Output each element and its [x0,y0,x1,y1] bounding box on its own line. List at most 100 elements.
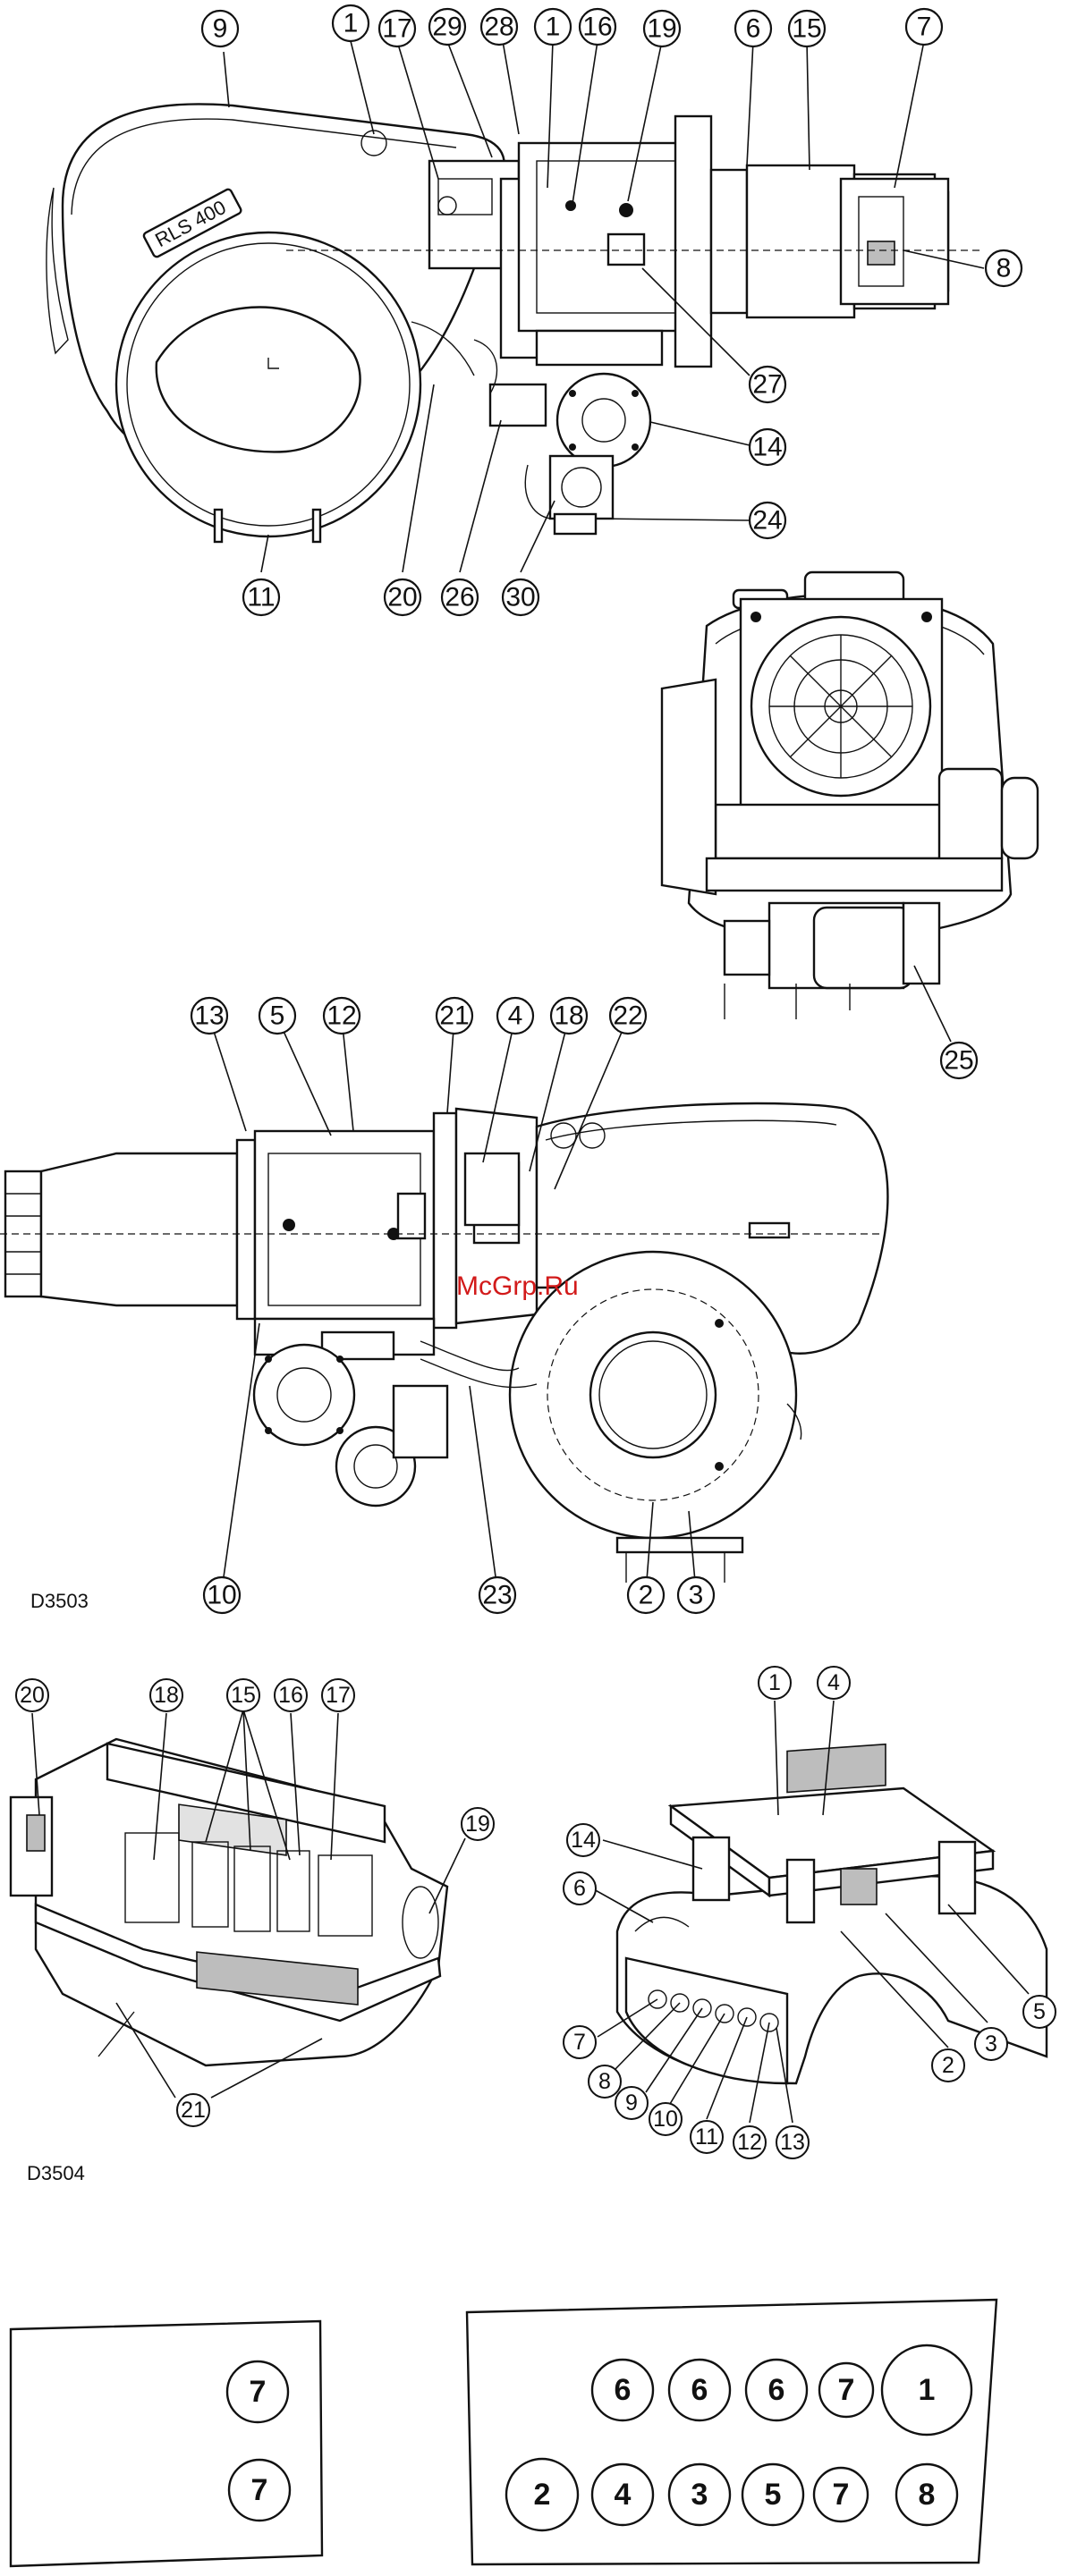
lamp-number: 5 [765,2478,782,2512]
callout-number: 12 [737,2130,762,2155]
callout-20: 20 [385,579,420,615]
callout-5: 5 [259,998,295,1034]
lamp-number: 2 [534,2478,551,2512]
callout-3: 3 [975,2028,1007,2060]
callout-number: 22 [613,1001,642,1031]
callout-25: 25 [941,1043,977,1078]
burner-top-view: RLS 400 [47,104,984,542]
callout-14: 14 [750,429,785,465]
callout-number: 26 [445,583,474,612]
panel-lamp-7: 7 [227,2361,288,2422]
callout-1: 1 [535,9,571,45]
callout-number: 4 [827,1670,840,1695]
callout-number: 20 [387,583,417,612]
callout-number: 11 [695,2124,718,2149]
callout-number: 6 [573,1876,586,1901]
callout-27: 27 [750,367,785,402]
callout-18: 18 [150,1679,182,1711]
callout-number: 19 [465,1812,490,1837]
lamp-number: 7 [250,2375,267,2409]
callout-number: 28 [484,13,513,42]
lamp-number: 4 [615,2478,632,2512]
callout-1: 1 [759,1667,791,1699]
panel-lamp-2: 2 [506,2459,578,2530]
callout-number: 9 [213,14,228,44]
callout-20: 20 [16,1679,48,1711]
callout-9: 9 [615,2087,648,2119]
callout-number: 1 [343,9,359,38]
panel-left [11,2321,322,2566]
callout-number: 14 [752,433,782,462]
callout-number: 4 [508,1001,523,1031]
lamp-number: 1 [919,2373,936,2407]
callout-13: 13 [191,998,227,1034]
callout-26: 26 [442,579,478,615]
callout-number: 16 [582,13,612,42]
callout-number: 13 [194,1001,224,1031]
lamp-number: 7 [838,2373,855,2407]
panel-lamp-4: 4 [592,2464,653,2525]
callout-10: 10 [649,2103,682,2135]
callout-number: 8 [996,254,1012,283]
callout-number: 20 [20,1683,45,1708]
callout-17: 17 [322,1679,354,1711]
callout-16: 16 [580,9,615,45]
callout-30: 30 [503,579,538,615]
lamp-number: 6 [768,2373,785,2407]
burner-front-view [662,572,1038,1042]
callout-number: 3 [689,1581,704,1610]
callout-8: 8 [589,2065,621,2098]
callout-17: 17 [379,11,415,46]
panel-lamp-1: 1 [882,2345,971,2435]
figure-code-bottom: D3504 [27,2162,85,2184]
callout-number: 30 [505,583,535,612]
callout-number: 2 [942,2053,954,2078]
panel-lamp-6: 6 [746,2360,807,2420]
lamp-number: 3 [691,2478,708,2512]
callout-number: 13 [780,2130,805,2155]
callout-18: 18 [551,998,587,1034]
callout-number: 19 [647,14,676,44]
panel-lamp-6: 6 [669,2360,730,2420]
callout-11: 11 [243,579,279,615]
callout-number: 7 [917,13,932,42]
callout-number: 18 [554,1001,583,1031]
callout-28: 28 [481,9,517,45]
callout-number: 8 [598,2069,611,2094]
panel-lamp-6: 6 [592,2360,653,2420]
callout-number: 3 [985,2031,997,2057]
panel-lamp-8: 8 [896,2464,957,2525]
panel-lamp-3: 3 [669,2464,730,2525]
callout-number: 15 [231,1683,256,1708]
callout-21: 21 [437,998,472,1034]
lamp-number: 6 [691,2373,708,2407]
callout-number: 17 [326,1683,351,1708]
callout-number: 17 [382,14,411,44]
callout-number: 25 [944,1046,973,1076]
callout-number: 14 [571,1828,596,1853]
callout-12: 12 [324,998,360,1034]
panel-lamp-7: 7 [229,2460,290,2521]
callout-6: 6 [735,11,771,46]
callout-number: 21 [181,2098,206,2123]
control-box-left [11,1739,447,2065]
callout-number: 10 [207,1581,236,1610]
callout-7: 7 [906,9,942,45]
callout-19: 19 [644,11,680,46]
callout-number: 24 [752,506,782,536]
callout-7: 7 [564,2026,596,2058]
callout-number: 27 [752,370,782,400]
callout-10: 10 [204,1577,240,1613]
lamp-number: 6 [615,2373,632,2407]
callout-2: 2 [628,1577,664,1613]
callout-number: 2 [639,1581,654,1610]
callout-12: 12 [734,2126,766,2158]
callout-4: 4 [818,1667,850,1699]
callout-15: 15 [227,1679,259,1711]
figure-code-top: D3503 [30,1590,89,1612]
callout-16: 16 [275,1679,307,1711]
callout-number: 5 [1033,1999,1046,2024]
callout-number: 16 [278,1683,303,1708]
